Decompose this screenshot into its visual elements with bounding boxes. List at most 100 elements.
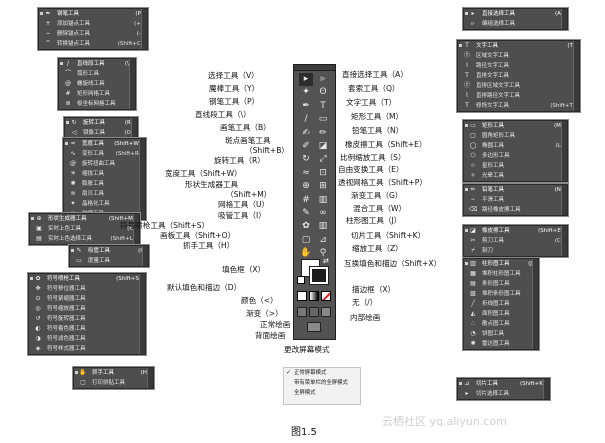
flyout-tearoff[interactable]	[142, 246, 148, 266]
flyout-item-rect-2[interactable]: ◯椭圆工具(L)	[464, 141, 567, 151]
flyout-item-width-4[interactable]: ✺膨胀工具	[64, 179, 145, 189]
flyout-item-rect-1[interactable]: ▢圆角矩形工具	[464, 131, 567, 141]
flyout-item-width-3[interactable]: ✳缩拢工具	[64, 169, 145, 179]
flyout-item-width-1[interactable]: ∿变形工具(Shift+R)	[64, 149, 145, 159]
flyout-item-hand-1[interactable]: ▢打印拼贴工具	[74, 378, 153, 388]
toolbar-tool-left-7-icon[interactable]: ≈	[302, 167, 310, 178]
flyout-item-symbol-7[interactable]: ◈符号样式器工具	[29, 344, 145, 354]
flyout-item-rect-3[interactable]: ⬡多边形工具	[464, 151, 567, 161]
flyout-item-line-1[interactable]: ⌒弧形工具	[59, 69, 135, 79]
toolbar-tool-right-5-icon[interactable]: ◪	[318, 141, 328, 151]
draw-behind-icon[interactable]	[309, 307, 319, 317]
flyout-tearoff[interactable]	[131, 118, 137, 138]
toolbar-tool-left-0-icon[interactable]: ▸	[299, 73, 313, 86]
toolbar-tool-right-9-icon[interactable]: ▥	[318, 194, 328, 205]
toolbar-tool-right-2-icon[interactable]: T	[320, 100, 326, 111]
flyout-item-slice-1[interactable]: ▸切片选择工具	[458, 389, 549, 399]
toolbar-tool-right-13-icon[interactable]: ⚲	[319, 248, 327, 259]
toolbar-tool-right-11-icon[interactable]: ▥	[318, 221, 328, 232]
flyout-item-shapebuilder-0[interactable]: ⊕形状生成器工具(Shift+M)	[30, 214, 139, 224]
flyout-tearoff[interactable]	[129, 59, 135, 109]
flyout-item-line-4[interactable]: ⊛极坐标网格工具	[59, 99, 135, 109]
screen-mode-option-0[interactable]: ✓正常屏幕模式	[284, 368, 360, 378]
toolbar-tool-left-9-icon[interactable]: #	[302, 194, 310, 205]
flyout-item-type-2[interactable]: ⌇路径文字工具	[458, 61, 579, 71]
toolbar-tool-right-10-icon[interactable]: ∞	[319, 208, 327, 218]
toolbar-tool-right-8-icon[interactable]: ⊞	[319, 181, 327, 192]
flyout-item-graph-6[interactable]: ∴散点图工具	[464, 319, 538, 329]
toolbar-tool-right-4-icon[interactable]: ✏	[319, 127, 327, 138]
flyout-item-line-3[interactable]: #矩形网格工具	[59, 89, 135, 99]
draw-normal-icon[interactable]	[297, 307, 307, 317]
flyout-item-graph-7[interactable]: ◔饼图工具	[464, 329, 538, 339]
toolbar-grip[interactable]	[294, 65, 335, 71]
flyout-item-shapebuilder-2[interactable]: ▤实时上色选择工具(Shift+L)	[30, 234, 139, 244]
flyout-tearoff[interactable]	[573, 41, 579, 111]
flyout-item-eraser-2[interactable]: ⌿刻刀	[464, 246, 567, 256]
flyout-item-eyedropper-1[interactable]: ▭度量工具	[70, 256, 148, 266]
flyout-tearoff[interactable]	[147, 368, 153, 388]
flyout-item-rect-5[interactable]: ✧光晕工具	[464, 171, 567, 181]
toolbar-tool-right-0-icon[interactable]: ▹	[320, 74, 326, 84]
toolbar-tool-left-13-icon[interactable]: ✋	[300, 248, 312, 259]
flyout-tearoff[interactable]	[561, 185, 567, 215]
flyout-item-pencil-0[interactable]: ✏铅笔工具(N)	[464, 185, 567, 195]
flyout-item-graph-5[interactable]: ◭面积图工具	[464, 309, 538, 319]
flyout-item-pencil-1[interactable]: ∽平滑工具	[464, 195, 567, 205]
screen-mode-icon[interactable]	[307, 322, 321, 332]
flyout-item-symbol-0[interactable]: ✿符号喷枪工具(Shift+S)	[29, 274, 145, 284]
flyout-item-directselect-1[interactable]: ▹编组选择工具	[464, 19, 567, 29]
flyout-item-eraser-1[interactable]: ✂剪刀工具(C)	[464, 236, 567, 246]
default-fill-stroke-icon[interactable]	[297, 276, 305, 284]
flyout-tearoff[interactable]	[139, 274, 145, 354]
toolbar-tool-left-11-icon[interactable]: ✿	[302, 221, 310, 232]
flyout-item-pencil-2[interactable]: ⌫路径橡皮擦工具	[464, 205, 567, 215]
flyout-tearoff[interactable]	[139, 139, 145, 219]
flyout-item-rotate-0[interactable]: ↻旋转工具(R)	[65, 118, 137, 128]
flyout-item-rotate-1[interactable]: ◁镜像工具(O)	[65, 128, 137, 138]
flyout-tearoff[interactable]	[543, 379, 549, 399]
flyout-item-width-0[interactable]: ≈宽度工具(Shift+W)	[64, 139, 145, 149]
screen-mode-option-2[interactable]: 全屏模式	[284, 388, 360, 398]
toolbar-tool-right-12-icon[interactable]: ⊿	[319, 234, 327, 245]
stroke-box[interactable]	[310, 267, 328, 284]
draw-inside-icon[interactable]	[321, 307, 331, 317]
flyout-item-symbol-5[interactable]: ◐符号着色器工具	[29, 324, 145, 334]
flyout-item-pen-0[interactable]: ✒钢笔工具(P)	[39, 9, 147, 19]
flyout-item-rect-0[interactable]: ▭矩形工具(M)	[464, 121, 567, 131]
toolbar-tool-right-6-icon[interactable]: ⤢	[319, 154, 327, 165]
toolbar-tool-left-6-icon[interactable]: ↻	[302, 154, 310, 165]
flyout-item-width-5[interactable]: ≋扇贝工具	[64, 189, 145, 199]
flyout-item-shapebuilder-1[interactable]: ▣实时上色工具(K)	[30, 224, 139, 234]
color-button[interactable]	[297, 291, 307, 301]
toolbar-tool-left-5-icon[interactable]: ✐	[302, 141, 310, 151]
flyout-item-graph-4[interactable]: ╱折线图工具	[464, 299, 538, 309]
flyout-item-eraser-0[interactable]: ◪橡皮擦工具(Shift+E)	[464, 226, 567, 236]
flyout-item-line-2[interactable]: @螺旋线工具	[59, 79, 135, 89]
toolbar-tool-left-2-icon[interactable]: ✒	[302, 100, 310, 111]
flyout-item-pen-1[interactable]: +添加锚点工具(+)	[39, 19, 147, 29]
flyout-item-pen-3[interactable]: ^转换锚点工具(Shift+C)	[39, 39, 147, 49]
flyout-item-graph-0[interactable]: ▥柱形图工具(J)	[464, 259, 538, 269]
toolbar-tool-right-3-icon[interactable]: ▭	[318, 114, 328, 125]
toolbar-tool-left-8-icon[interactable]: ⊕	[302, 181, 310, 192]
none-button[interactable]	[321, 291, 331, 301]
flyout-item-pen-2[interactable]: −删除锚点工具(-)	[39, 29, 147, 39]
toolbar-tool-right-1-icon[interactable]: ʘ	[319, 87, 327, 98]
toolbar-tool-right-7-icon[interactable]: ⊡	[319, 167, 327, 178]
flyout-item-symbol-6[interactable]: ◑符号滤色器工具	[29, 334, 145, 344]
flyout-tearoff[interactable]	[561, 9, 567, 29]
flyout-item-symbol-1[interactable]: ✥符号移位器工具	[29, 284, 145, 294]
flyout-item-eyedropper-0[interactable]: ✎吸管工具(I)	[70, 246, 148, 256]
flyout-item-directselect-0[interactable]: ▸直接选择工具(A)	[464, 9, 567, 19]
flyout-item-graph-3[interactable]: ▧堆积条形图工具	[464, 289, 538, 299]
flyout-item-graph-2[interactable]: ▤条形图工具	[464, 279, 538, 289]
flyout-tearoff[interactable]	[532, 259, 538, 349]
toolbar-tool-left-4-icon[interactable]: ✍	[302, 127, 310, 138]
flyout-tearoff[interactable]	[561, 121, 567, 181]
flyout-item-symbol-2[interactable]: ⊙符号紧缩器工具	[29, 294, 145, 304]
